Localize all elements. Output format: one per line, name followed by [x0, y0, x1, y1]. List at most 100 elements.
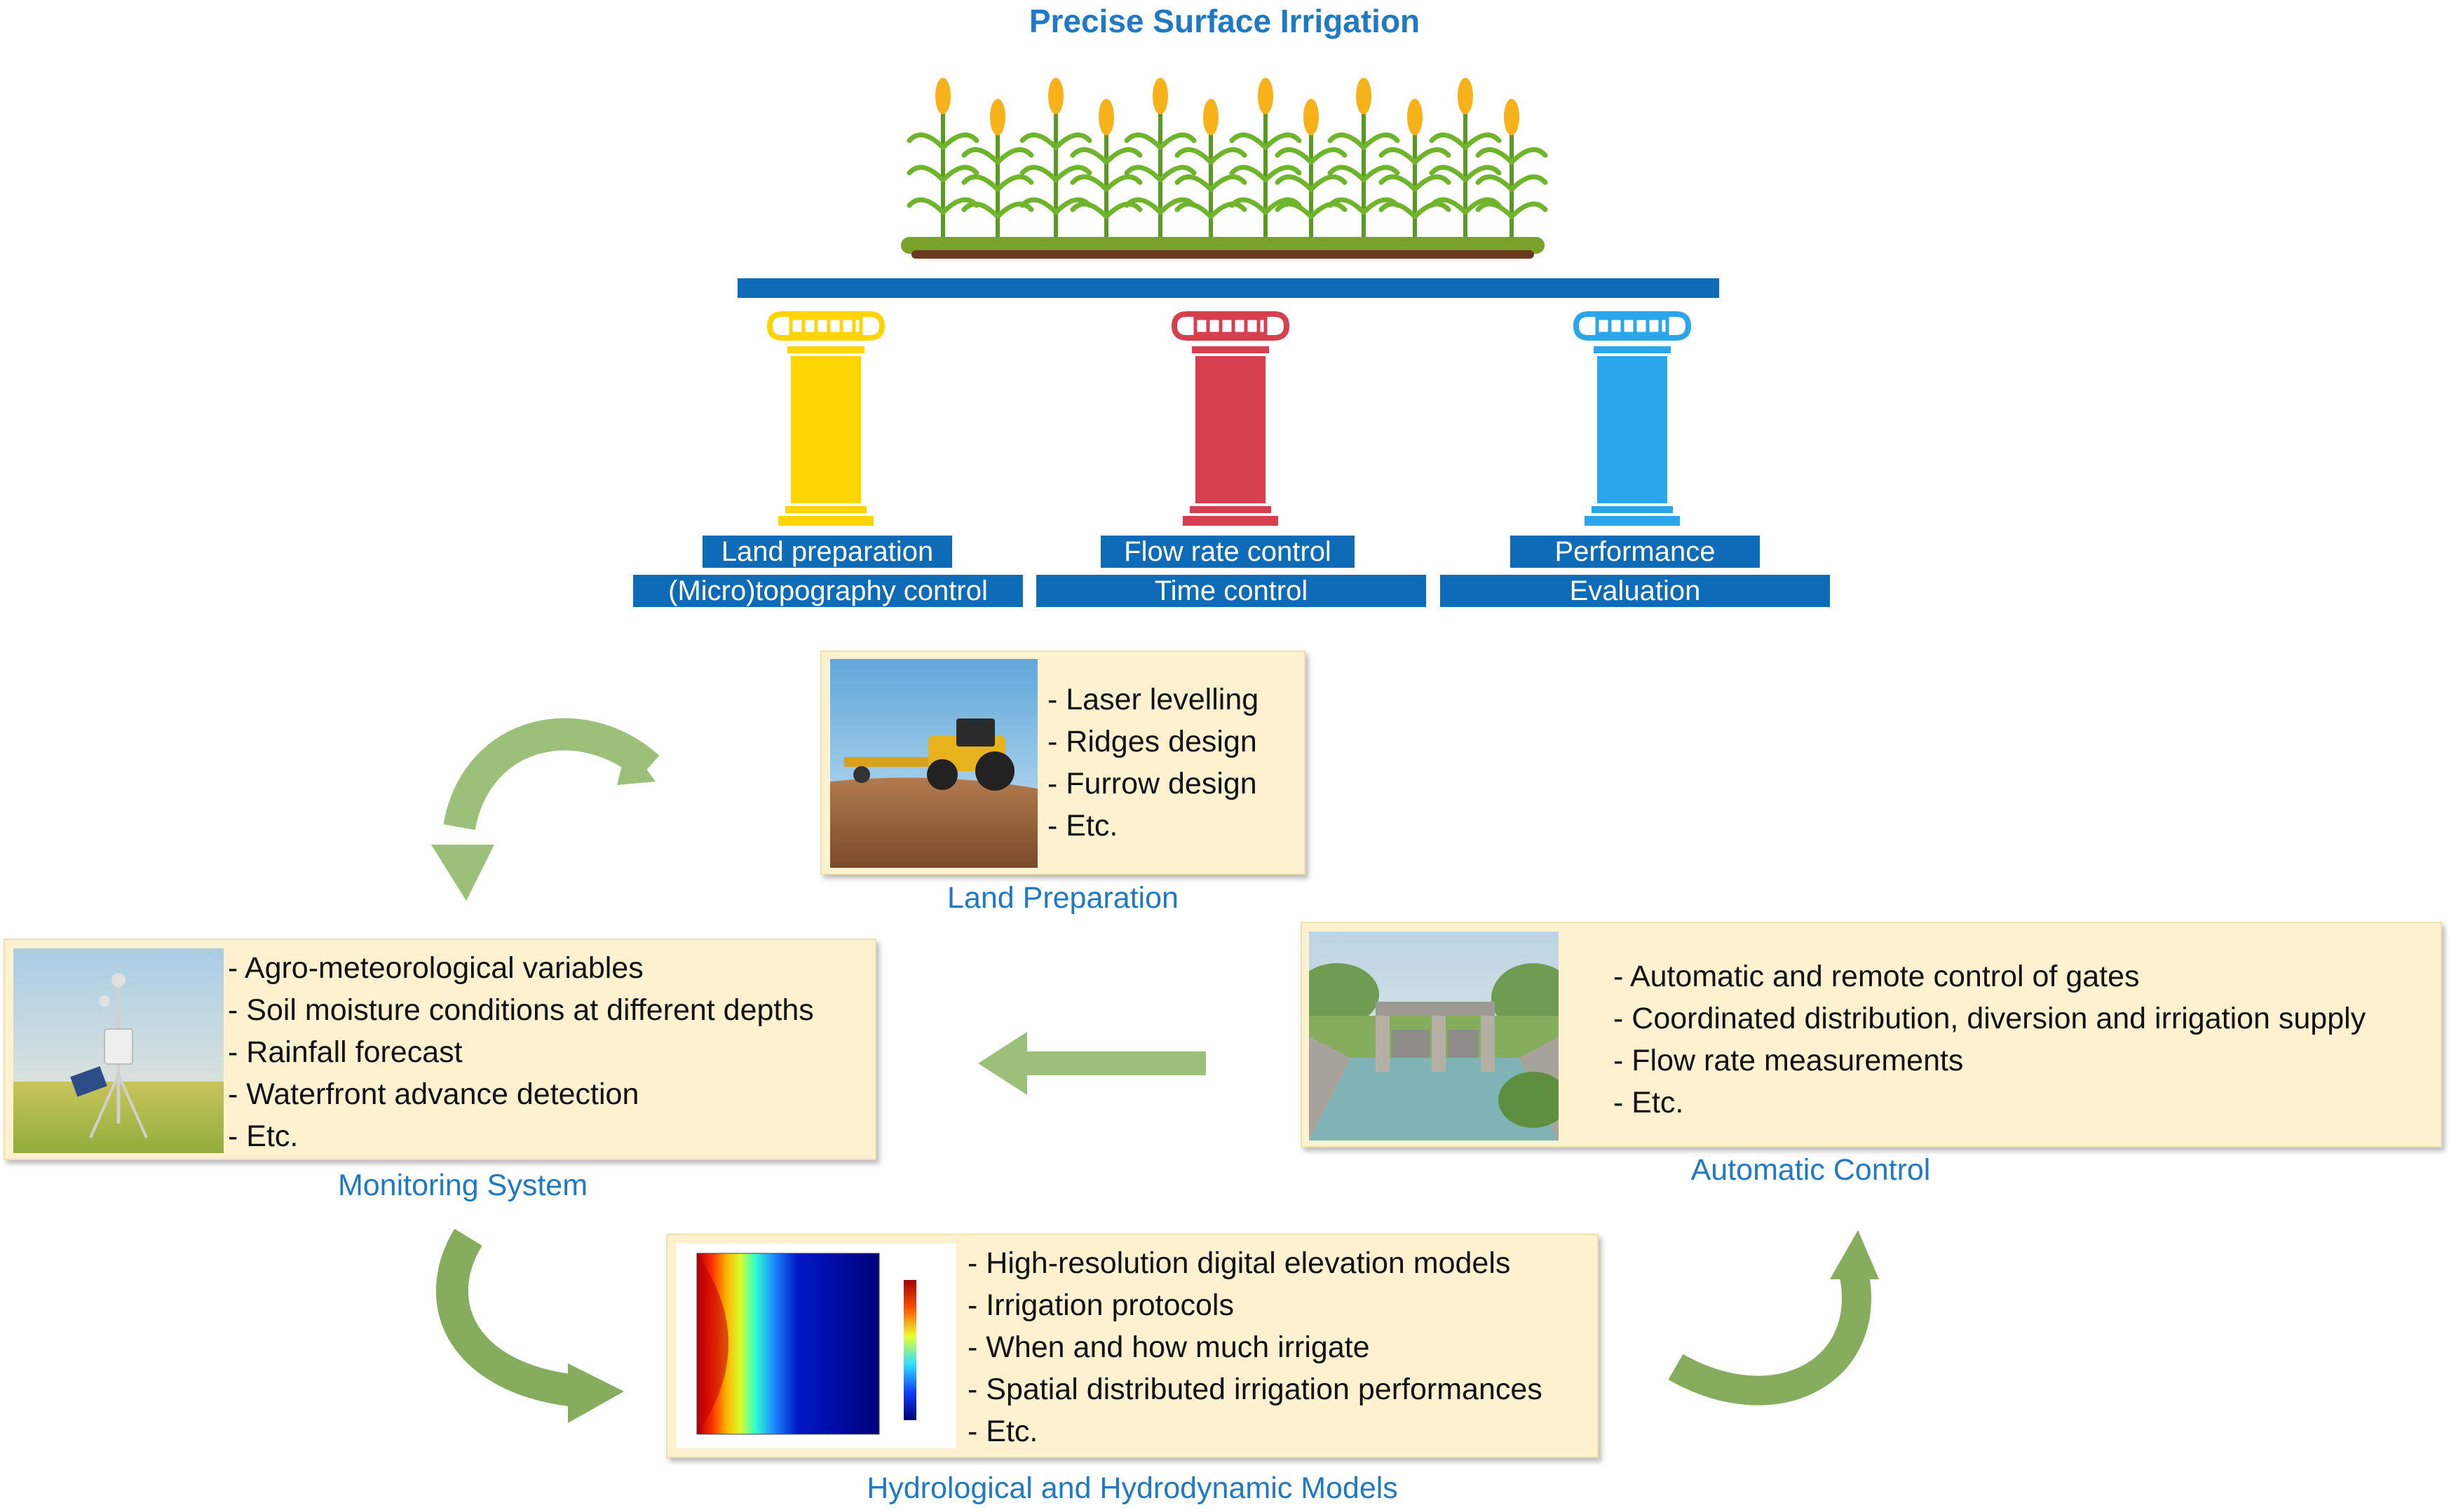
corn-leaf [1019, 197, 1059, 215]
corn-leaf [1124, 197, 1163, 215]
corn-leaf [1104, 174, 1143, 192]
corn-leaf [1070, 147, 1109, 165]
models-box: - High-resolution digital elevation mode… [666, 1234, 1599, 1458]
corn-leaf [907, 197, 946, 215]
curved-arrow-icon [436, 1229, 584, 1408]
corn-leaf [1412, 174, 1451, 192]
list-item: - Soil moisture conditions at different … [228, 993, 814, 1027]
corn-leaf [1509, 147, 1548, 165]
corn-cob [1099, 99, 1114, 135]
pillar-label-topography-control: (Micro)topography control [633, 575, 1023, 607]
corn-leaf [1019, 132, 1059, 150]
corn-leaf [940, 165, 979, 183]
roof-beam [738, 278, 1719, 298]
corn-leaf [1174, 147, 1214, 165]
corn-leaf [1174, 174, 1214, 192]
list-item: - Etc. [968, 1415, 1038, 1448]
list-item: - When and how much irrigate [968, 1330, 1370, 1364]
curved-arrow-icon [443, 718, 660, 831]
corn-leaf [1475, 147, 1514, 165]
automatic-control-box: - Automatic and remote control of gates … [1301, 922, 2442, 1147]
corn-cob [1458, 78, 1473, 114]
corn-leaf [961, 174, 1000, 192]
list-item: - Irrigation protocols [968, 1288, 1234, 1322]
land-preparation-caption: Land Preparation [947, 881, 1179, 915]
corn-leaf [1208, 174, 1247, 192]
corn-leaf [1361, 132, 1400, 150]
corn-leaf [1378, 147, 1418, 165]
list-item: - Etc. [1613, 1086, 1684, 1119]
corn-leaf [1475, 174, 1514, 192]
corn-leaf [1053, 132, 1092, 150]
pillar-flow-rate-control-icon [1171, 311, 1290, 526]
corn-cob [1153, 78, 1168, 114]
list-item: - Furrow design [1047, 767, 1257, 801]
models-list: - High-resolution digital elevation mode… [968, 1242, 1542, 1452]
crop-field-illustration [901, 78, 1548, 259]
weather-station-photo [13, 948, 224, 1153]
corn-leaf [1378, 201, 1418, 219]
corn-leaf [1412, 147, 1451, 165]
corn-leaf [1275, 201, 1314, 219]
corn-cob [1203, 99, 1219, 135]
list-item: - Flow rate measurements [1613, 1044, 1964, 1077]
corn-cob [990, 99, 1005, 135]
corn-leaf [995, 174, 1034, 192]
corn-leaf [1475, 201, 1514, 219]
corn-leaf [1378, 174, 1418, 192]
arrow-head-icon [568, 1363, 624, 1423]
simulation-heatmap-image [676, 1244, 956, 1448]
land-preparation-list: - Laser levelling - Ridges design - Furr… [1047, 679, 1259, 847]
list-item: - Agro-meteorological variables [228, 951, 644, 985]
tractor-photo [830, 659, 1038, 868]
list-item: - Ridges design [1047, 725, 1257, 758]
corn-leaf [907, 165, 946, 183]
corn-cob [935, 78, 951, 114]
corn-cob [1048, 78, 1064, 114]
pillar-land-preparation-icon [766, 311, 886, 526]
corn-leaf [1104, 147, 1143, 165]
corn-leaf [1327, 132, 1366, 150]
corn-cob [1303, 99, 1319, 135]
corn-leaf [1327, 165, 1366, 183]
corn-leaf [1229, 132, 1268, 150]
arrow-head-icon [431, 845, 494, 901]
corn-leaf [1327, 197, 1366, 215]
pillar-label-time-control: Time control [1036, 575, 1426, 607]
corn-leaf [1308, 174, 1348, 192]
corn-cob [1356, 78, 1371, 114]
corn-leaf [1124, 165, 1163, 183]
automatic-control-list: - Automatic and remote control of gates … [1613, 955, 2366, 1124]
corn-leaf [1158, 132, 1197, 150]
list-item: - High-resolution digital elevation mode… [968, 1246, 1511, 1280]
pillar-label-evaluation: Evaluation [1440, 575, 1830, 607]
corn-leaf [1070, 201, 1109, 219]
corn-leaf [1509, 174, 1548, 192]
corn-leaf [1361, 165, 1400, 183]
models-caption: Hydrological and Hydrodynamic Models [867, 1471, 1398, 1505]
corn-leaf [961, 201, 1000, 219]
corn-leaf [1229, 197, 1268, 215]
corn-leaf [1208, 147, 1247, 165]
list-item: - Rainfall forecast [228, 1035, 463, 1069]
pillar-label-performance: Performance [1510, 536, 1760, 568]
list-item: - Coordinated distribution, diversion an… [1613, 1002, 2366, 1035]
automatic-control-caption: Automatic Control [1690, 1153, 1931, 1187]
land-preparation-box: - Laser levelling - Ridges design - Furr… [820, 651, 1305, 875]
corn-leaf [1070, 174, 1109, 192]
corn-cob [1258, 78, 1273, 114]
corn-leaf [1229, 165, 1268, 183]
list-item: - Etc. [228, 1119, 299, 1153]
corn-leaf [961, 147, 1000, 165]
corn-leaf [1463, 132, 1502, 150]
pillar-label-flow-rate-control: Flow rate control [1101, 536, 1355, 568]
corn-leaf [940, 132, 979, 150]
corn-leaf [1463, 165, 1502, 183]
list-item: - Spatial distributed irrigation perform… [968, 1373, 1542, 1406]
corn-leaf [1124, 132, 1163, 150]
arrow-head-icon [978, 1032, 1027, 1095]
diagram-title: Precise Surface Irrigation [1029, 3, 1420, 39]
straight-arrow-icon [1024, 1051, 1206, 1075]
corn-leaf [1263, 165, 1302, 183]
